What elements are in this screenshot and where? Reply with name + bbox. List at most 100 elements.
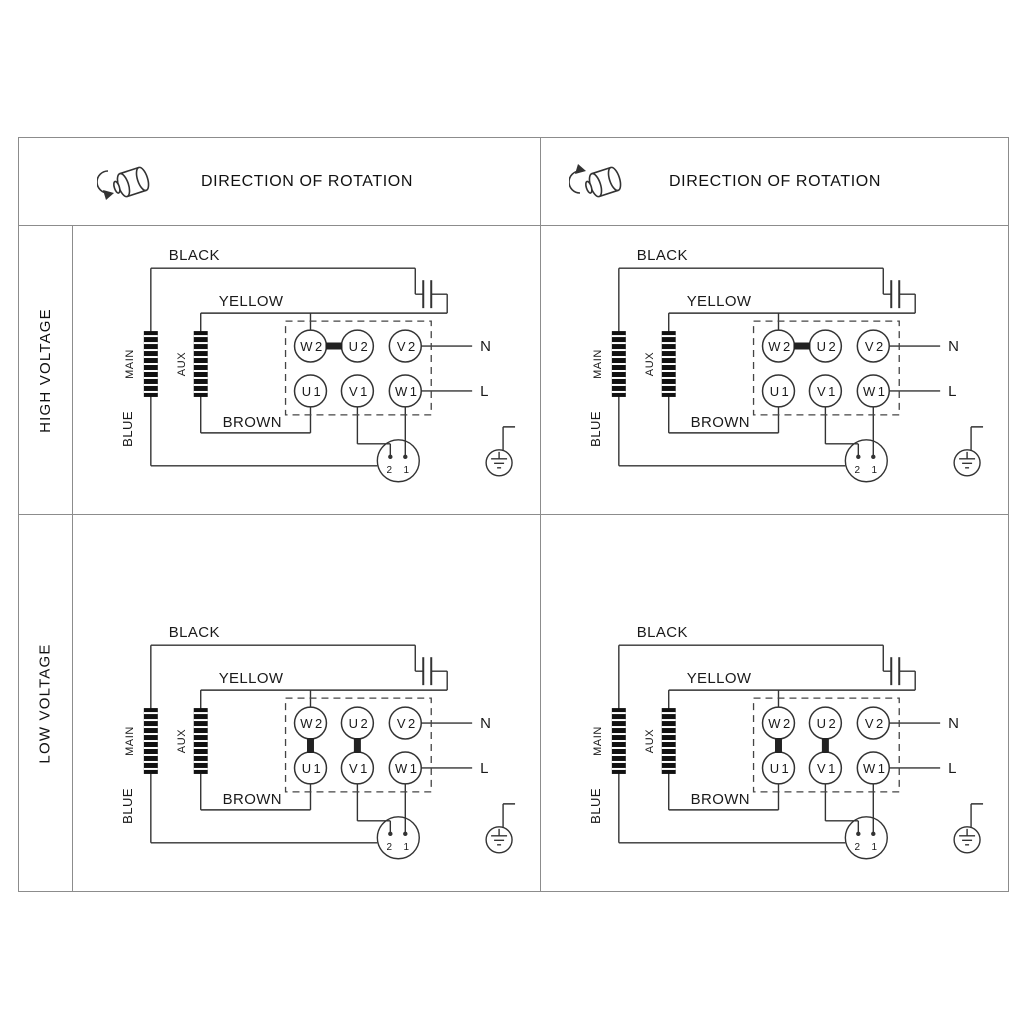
direction-of-rotation-title-left: DIRECTION OF ROTATION xyxy=(201,172,413,190)
header-cell-left: DIRECTION OF ROTATION xyxy=(19,138,540,226)
black-wire xyxy=(150,267,424,467)
terminal-u2-label: U2 xyxy=(817,339,839,354)
yellow-wire xyxy=(200,670,448,708)
terminal-w1-label: W1 xyxy=(863,384,887,399)
terminal-block-outline xyxy=(752,697,900,793)
capacitor-icon xyxy=(890,280,901,309)
main-winding-label: MAIN xyxy=(592,726,604,756)
row-label-high-voltage: HIGH VOLTAGE xyxy=(19,226,73,514)
yellow-wire-label: YELLOW xyxy=(219,670,284,687)
plug-wires xyxy=(824,406,874,457)
terminal-w2-label: W2 xyxy=(768,339,792,354)
terminal-w1 xyxy=(856,374,891,408)
aux-winding-label: AUX xyxy=(176,352,188,376)
terminal-v2-label: V2 xyxy=(865,339,886,354)
terminal-v1-label: V1 xyxy=(817,761,838,776)
live-label: L xyxy=(948,383,957,400)
plug-connector-icon: 2 1 xyxy=(844,439,888,483)
capacitor-icon xyxy=(422,657,433,686)
main-winding-label: MAIN xyxy=(124,349,136,379)
main-winding-icon xyxy=(143,708,158,774)
black-wire-label: BLACK xyxy=(169,624,220,641)
main-winding-label: MAIN xyxy=(592,349,604,379)
plug-pin1-label: 1 xyxy=(404,465,410,476)
terminal-block-outline xyxy=(284,320,432,416)
ground-icon xyxy=(953,449,981,477)
ground-lead xyxy=(970,426,984,451)
black-wire xyxy=(618,644,892,844)
brown-wire-label: BROWN xyxy=(691,791,750,808)
terminal-v1-label: V1 xyxy=(349,384,370,399)
wiring-diagram-canvas: W2 U2 V2 U1 V1 W1 2 1 BLACK YELLOW BROWN… xyxy=(588,624,984,860)
terminal-u2-label: U2 xyxy=(349,716,371,731)
ground-lead xyxy=(502,803,516,828)
aux-winding-icon xyxy=(193,331,208,397)
brown-wire-label: BROWN xyxy=(691,414,750,431)
aux-winding-icon xyxy=(661,331,676,397)
terminal-w1-label: W1 xyxy=(863,761,887,776)
capacitor-icon xyxy=(890,657,901,686)
terminal-w1 xyxy=(856,751,891,785)
plug-connector-icon: 2 1 xyxy=(844,816,888,860)
main-winding-icon xyxy=(611,708,626,774)
direction-of-rotation-title-right: DIRECTION OF ROTATION xyxy=(669,172,881,190)
main-winding-label: MAIN xyxy=(124,726,136,756)
diagram-low-voltage-right: W2 U2 V2 U1 V1 W1 2 1 BLACK YELLOW BROWN… xyxy=(540,514,1008,891)
blue-wire-label: BLUE xyxy=(588,788,603,824)
terminal-u2-label: U2 xyxy=(349,339,371,354)
yellow-wire-label: YELLOW xyxy=(687,670,752,687)
yellow-wire-label: YELLOW xyxy=(219,293,284,310)
aux-winding-icon xyxy=(193,708,208,774)
terminal-u1-label: U1 xyxy=(770,761,792,776)
plug-connector-icon: 2 1 xyxy=(376,439,420,483)
brown-wire-label: BROWN xyxy=(223,414,282,431)
terminal-w1-label: W1 xyxy=(395,761,419,776)
terminal-v2 xyxy=(856,329,891,363)
blue-wire-label: BLUE xyxy=(120,411,135,447)
aux-winding-label: AUX xyxy=(644,729,656,753)
wiring-diagram-canvas: W2 U2 V2 U1 V1 W1 2 1 BLACK YELLOW BROWN… xyxy=(120,247,516,483)
yellow-wire xyxy=(668,293,916,331)
main-winding-icon xyxy=(611,331,626,397)
aux-winding-label: AUX xyxy=(176,729,188,753)
black-wire-label: BLACK xyxy=(637,624,688,641)
neutral-label: N xyxy=(948,715,959,732)
ground-lead xyxy=(970,803,984,828)
terminal-w2-label: W2 xyxy=(768,716,792,731)
yellow-wire xyxy=(200,293,448,331)
terminal-w1 xyxy=(388,751,423,785)
aux-winding-icon xyxy=(661,708,676,774)
terminal-v2-label: V2 xyxy=(397,339,418,354)
terminal-v1-label: V1 xyxy=(817,384,838,399)
ground-icon xyxy=(953,826,981,854)
live-label: L xyxy=(948,760,957,777)
plug-wires xyxy=(356,783,406,834)
terminal-block-outline xyxy=(752,320,900,416)
blue-wire-label: BLUE xyxy=(588,411,603,447)
black-wire-label: BLACK xyxy=(169,247,220,264)
high-voltage-label: HIGH VOLTAGE xyxy=(37,307,55,433)
terminal-v1-label: V1 xyxy=(349,761,370,776)
neutral-label: N xyxy=(948,338,959,355)
capacitor-icon xyxy=(422,280,433,309)
terminal-w1-label: W1 xyxy=(395,384,419,399)
terminal-v2 xyxy=(388,329,423,363)
plug-pin1-label: 1 xyxy=(872,465,878,476)
blue-wire-label: BLUE xyxy=(120,788,135,824)
plug-pin1-label: 1 xyxy=(404,842,410,853)
ground-lead xyxy=(502,426,516,451)
terminal-u1-label: U1 xyxy=(770,384,792,399)
terminal-v2 xyxy=(856,706,891,740)
plug-pin2-label: 2 xyxy=(387,465,393,476)
motor-rotation-cw-icon xyxy=(569,163,622,197)
ground-icon xyxy=(485,826,513,854)
terminal-u1 xyxy=(761,374,796,408)
plug-pin2-label: 2 xyxy=(387,842,393,853)
plug-connector-icon: 2 1 xyxy=(376,816,420,860)
wiring-diagram-canvas: W2 U2 V2 U1 V1 W1 2 1 BLACK YELLOW BROWN… xyxy=(588,247,984,483)
wiring-diagram-canvas: W2 U2 V2 U1 V1 W1 2 1 BLACK YELLOW BROWN… xyxy=(120,624,516,860)
plug-pin2-label: 2 xyxy=(855,842,861,853)
header-cell-right: DIRECTION OF ROTATION xyxy=(540,138,1008,226)
main-winding-icon xyxy=(143,331,158,397)
